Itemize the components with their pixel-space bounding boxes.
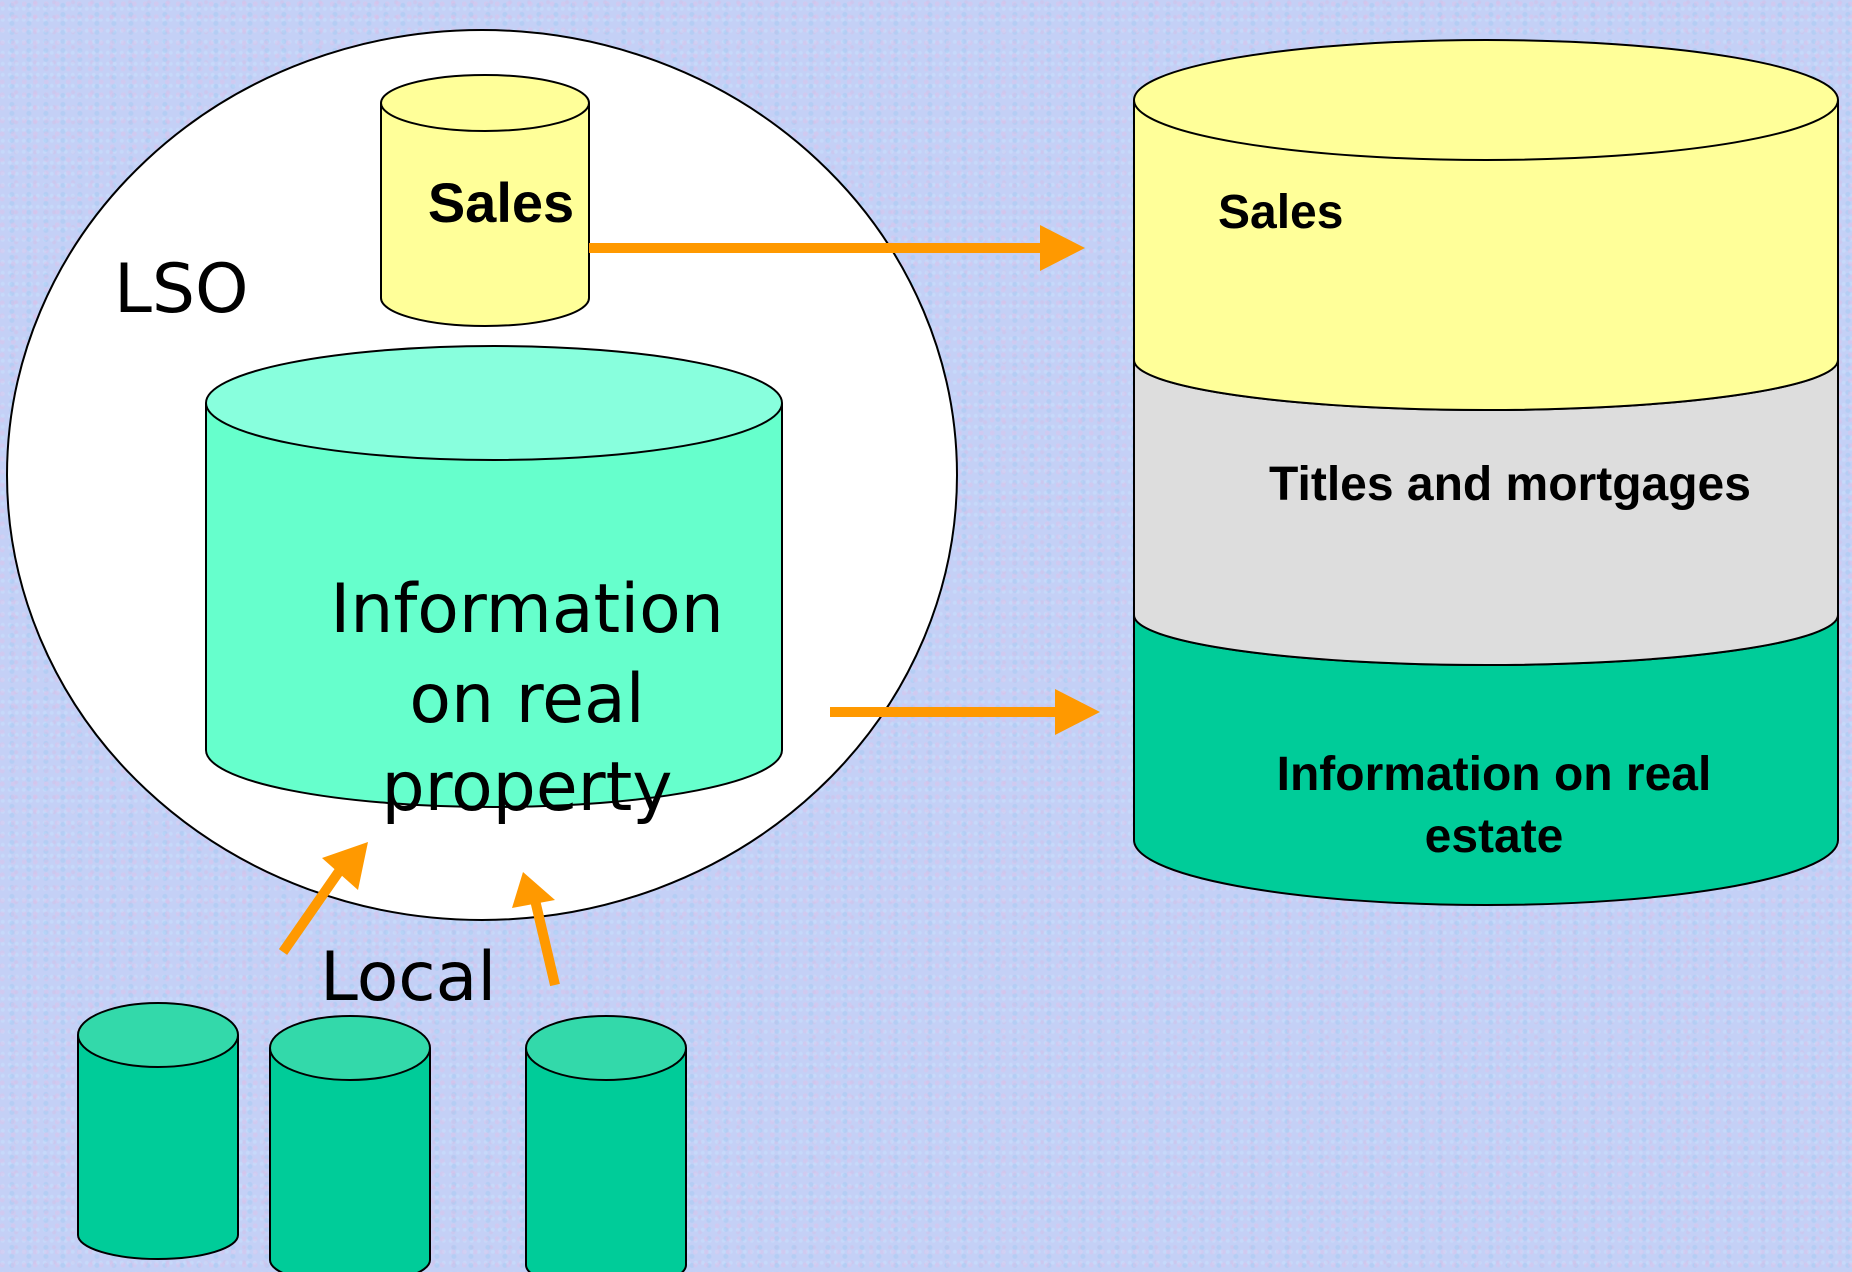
- central-info-label-line-1: Information on real: [1277, 748, 1712, 801]
- lso-sales-label: Sales: [428, 171, 574, 234]
- local-db-2: [269, 1015, 431, 1272]
- lso-label: LSO: [114, 250, 249, 329]
- central-top-cap: [1133, 39, 1839, 161]
- local-label: Local: [320, 938, 496, 1017]
- central-info-label-line-2: estate: [1425, 810, 1564, 863]
- lso-info-cylinder: [205, 345, 783, 808]
- arrow-info-to-central: [830, 689, 1100, 735]
- arrow-local-db-1-to-lso: [278, 842, 368, 955]
- lso-info-label-line-3: property: [381, 748, 672, 827]
- arrow-sales-to-central: [589, 225, 1085, 271]
- central-sales-segment: [1133, 100, 1839, 411]
- central-sales-label: Sales: [1218, 186, 1343, 239]
- lso-info-label-line-1: Information: [330, 570, 724, 649]
- arrow-local-db-3-to-lso: [512, 872, 560, 987]
- central-titles-label: Titles and mortgages: [1269, 458, 1751, 511]
- central-database: [1133, 39, 1839, 906]
- local-db-3: [525, 1015, 687, 1272]
- local-db-1: [77, 1002, 239, 1260]
- lso-info-label-line-2: on real: [409, 660, 644, 739]
- lso-sales-cylinder: Sales: [380, 74, 590, 327]
